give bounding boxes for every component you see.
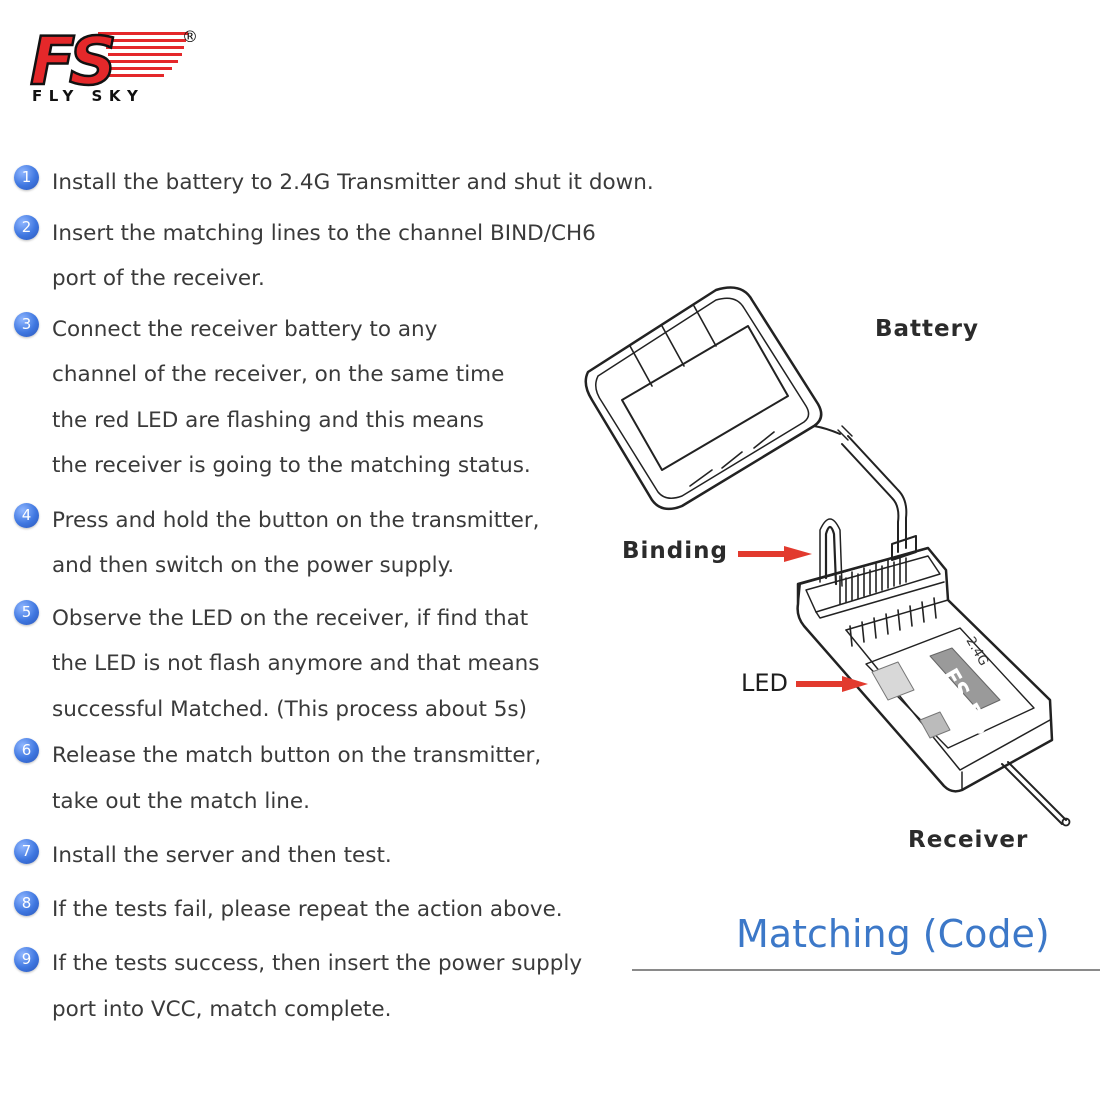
matching-heading: Matching (Code) — [736, 912, 1050, 956]
battery-cable — [813, 425, 917, 561]
step-item: 7 Install the server and then test. — [14, 833, 634, 879]
step-text-line: If the tests fail, please repeat the act… — [52, 896, 563, 922]
logo-wordmark: FLY SKY — [32, 87, 144, 105]
receiver-antenna — [1001, 761, 1071, 827]
step-text-line: successful Matched. (This process about … — [52, 696, 527, 722]
steps-list: 1 Install the battery to 2.4G Transmitter… — [14, 160, 654, 1032]
step-item: 8 If the tests fail, please repeat the ac… — [14, 887, 634, 933]
step-item: 2 Insert the matching lines to the channe… — [14, 211, 634, 302]
step-text-line: take out the match line. — [52, 788, 310, 814]
receiver-label-text: Receiver — [908, 827, 1029, 853]
step-text-line: Press and hold the button on the transmi… — [52, 507, 540, 533]
flysky-logo: FS ® FLY SKY — [29, 22, 198, 105]
receiver-label: FS-R6B 2.4G — [865, 627, 1035, 754]
step-item: 1 Install the battery to 2.4G Transmitter… — [14, 160, 654, 206]
step-number-icon: 1 — [14, 165, 39, 190]
step-text-line: If the tests success, then insert the po… — [52, 951, 583, 976]
step-number-icon: 2 — [14, 214, 39, 240]
step-number-icon: 7 — [14, 839, 39, 864]
step-text-line: Connect the receiver battery to any — [52, 316, 438, 342]
step-text-line: Release the match button on the transmit… — [52, 743, 542, 768]
receiver-diagram: FS-R6B 2.4G — [584, 286, 1071, 827]
binding-label: Binding — [622, 538, 728, 564]
logo-letters: FS — [30, 23, 113, 100]
step-text-line: the LED is not flash anymore and that me… — [52, 651, 540, 676]
step-number-icon: 9 — [14, 947, 39, 972]
step-text-line: the red LED are flashing and this means — [52, 407, 484, 433]
logo-speed-lines — [98, 32, 188, 77]
step-text-line: the receiver is going to the matching st… — [52, 453, 531, 478]
pin-header — [839, 555, 907, 605]
step-text-line: Install the battery to 2.4G Transmitter … — [52, 170, 654, 195]
bind-plug-loop — [819, 518, 843, 587]
step-number-icon: 4 — [14, 502, 39, 528]
step-number-icon: 6 — [14, 738, 39, 763]
step-text-line: Insert the matching lines to the channel… — [52, 220, 596, 246]
binding-arrow — [738, 546, 812, 562]
step-number-icon: 5 — [14, 599, 39, 625]
channel-slots — [849, 597, 937, 647]
step-text-line: Observe the LED on the receiver, if find… — [52, 605, 529, 631]
step-text-line: port of the receiver. — [52, 266, 265, 291]
registered-mark: ® — [182, 27, 198, 46]
step-number-icon: 8 — [14, 890, 39, 916]
step-number-icon: 3 — [14, 311, 39, 337]
step-text-line: Install the server and then test. — [52, 843, 392, 868]
step-text-line: port into VCC, match complete. — [52, 996, 392, 1022]
led-label: LED — [741, 669, 789, 697]
step-text-line: and then switch on the power supply. — [52, 553, 455, 578]
step-item: 9 If the tests success, then insert the p… — [14, 941, 634, 1032]
heading-underline — [632, 969, 1100, 971]
step-text-line: channel of the receiver, on the same tim… — [52, 362, 505, 387]
step-item: 4 Press and hold the button on the transm… — [14, 498, 634, 589]
step-item: 6 Release the match button on the transmi… — [14, 733, 634, 824]
step-item: 3 Connect the receiver battery to any chan… — [14, 307, 634, 489]
step-item: 5 Observe the LED on the receiver, if fin… — [14, 596, 634, 733]
battery-label: Battery — [875, 316, 979, 342]
led-arrow — [796, 676, 868, 692]
battery-pack — [584, 286, 823, 511]
